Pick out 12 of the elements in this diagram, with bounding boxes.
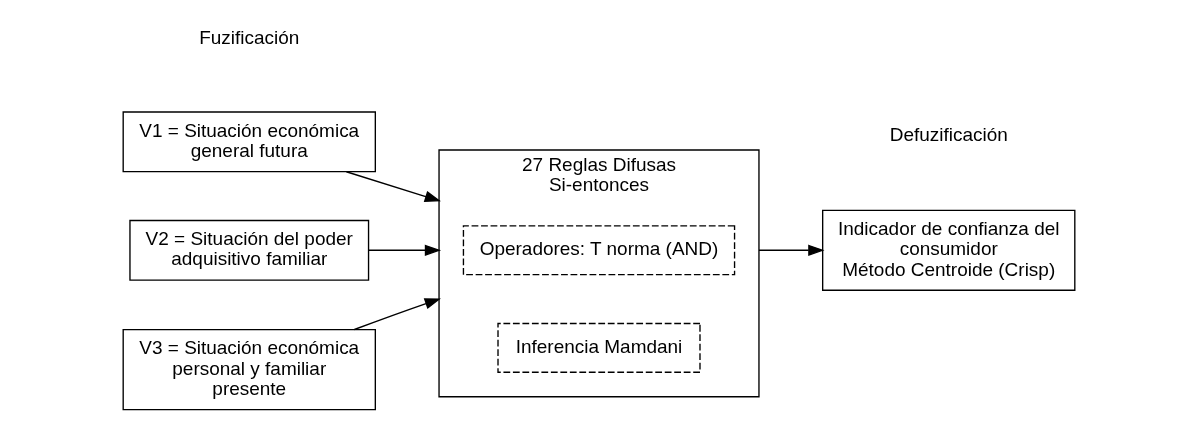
node-box: Operadores: T norma (AND) xyxy=(462,224,736,275)
arrow xyxy=(758,244,825,256)
label: Fuzificación xyxy=(199,26,300,48)
node-box: Inferencia Mamdani xyxy=(497,322,701,373)
node-box: Indicador de confianza del consumidor Método Centroide (Crisp) xyxy=(822,209,1076,291)
node-box: V3 = Situación económica personal y familiar presente xyxy=(122,328,376,410)
node-box: V2 = Situación del poder adquisitivo familiar xyxy=(129,219,370,281)
arrow xyxy=(353,297,441,330)
arrow xyxy=(345,170,441,202)
node-box: V1 = Situación económica general futura xyxy=(122,110,376,172)
arrow xyxy=(367,244,442,256)
label: Defuzificación xyxy=(889,123,1008,145)
